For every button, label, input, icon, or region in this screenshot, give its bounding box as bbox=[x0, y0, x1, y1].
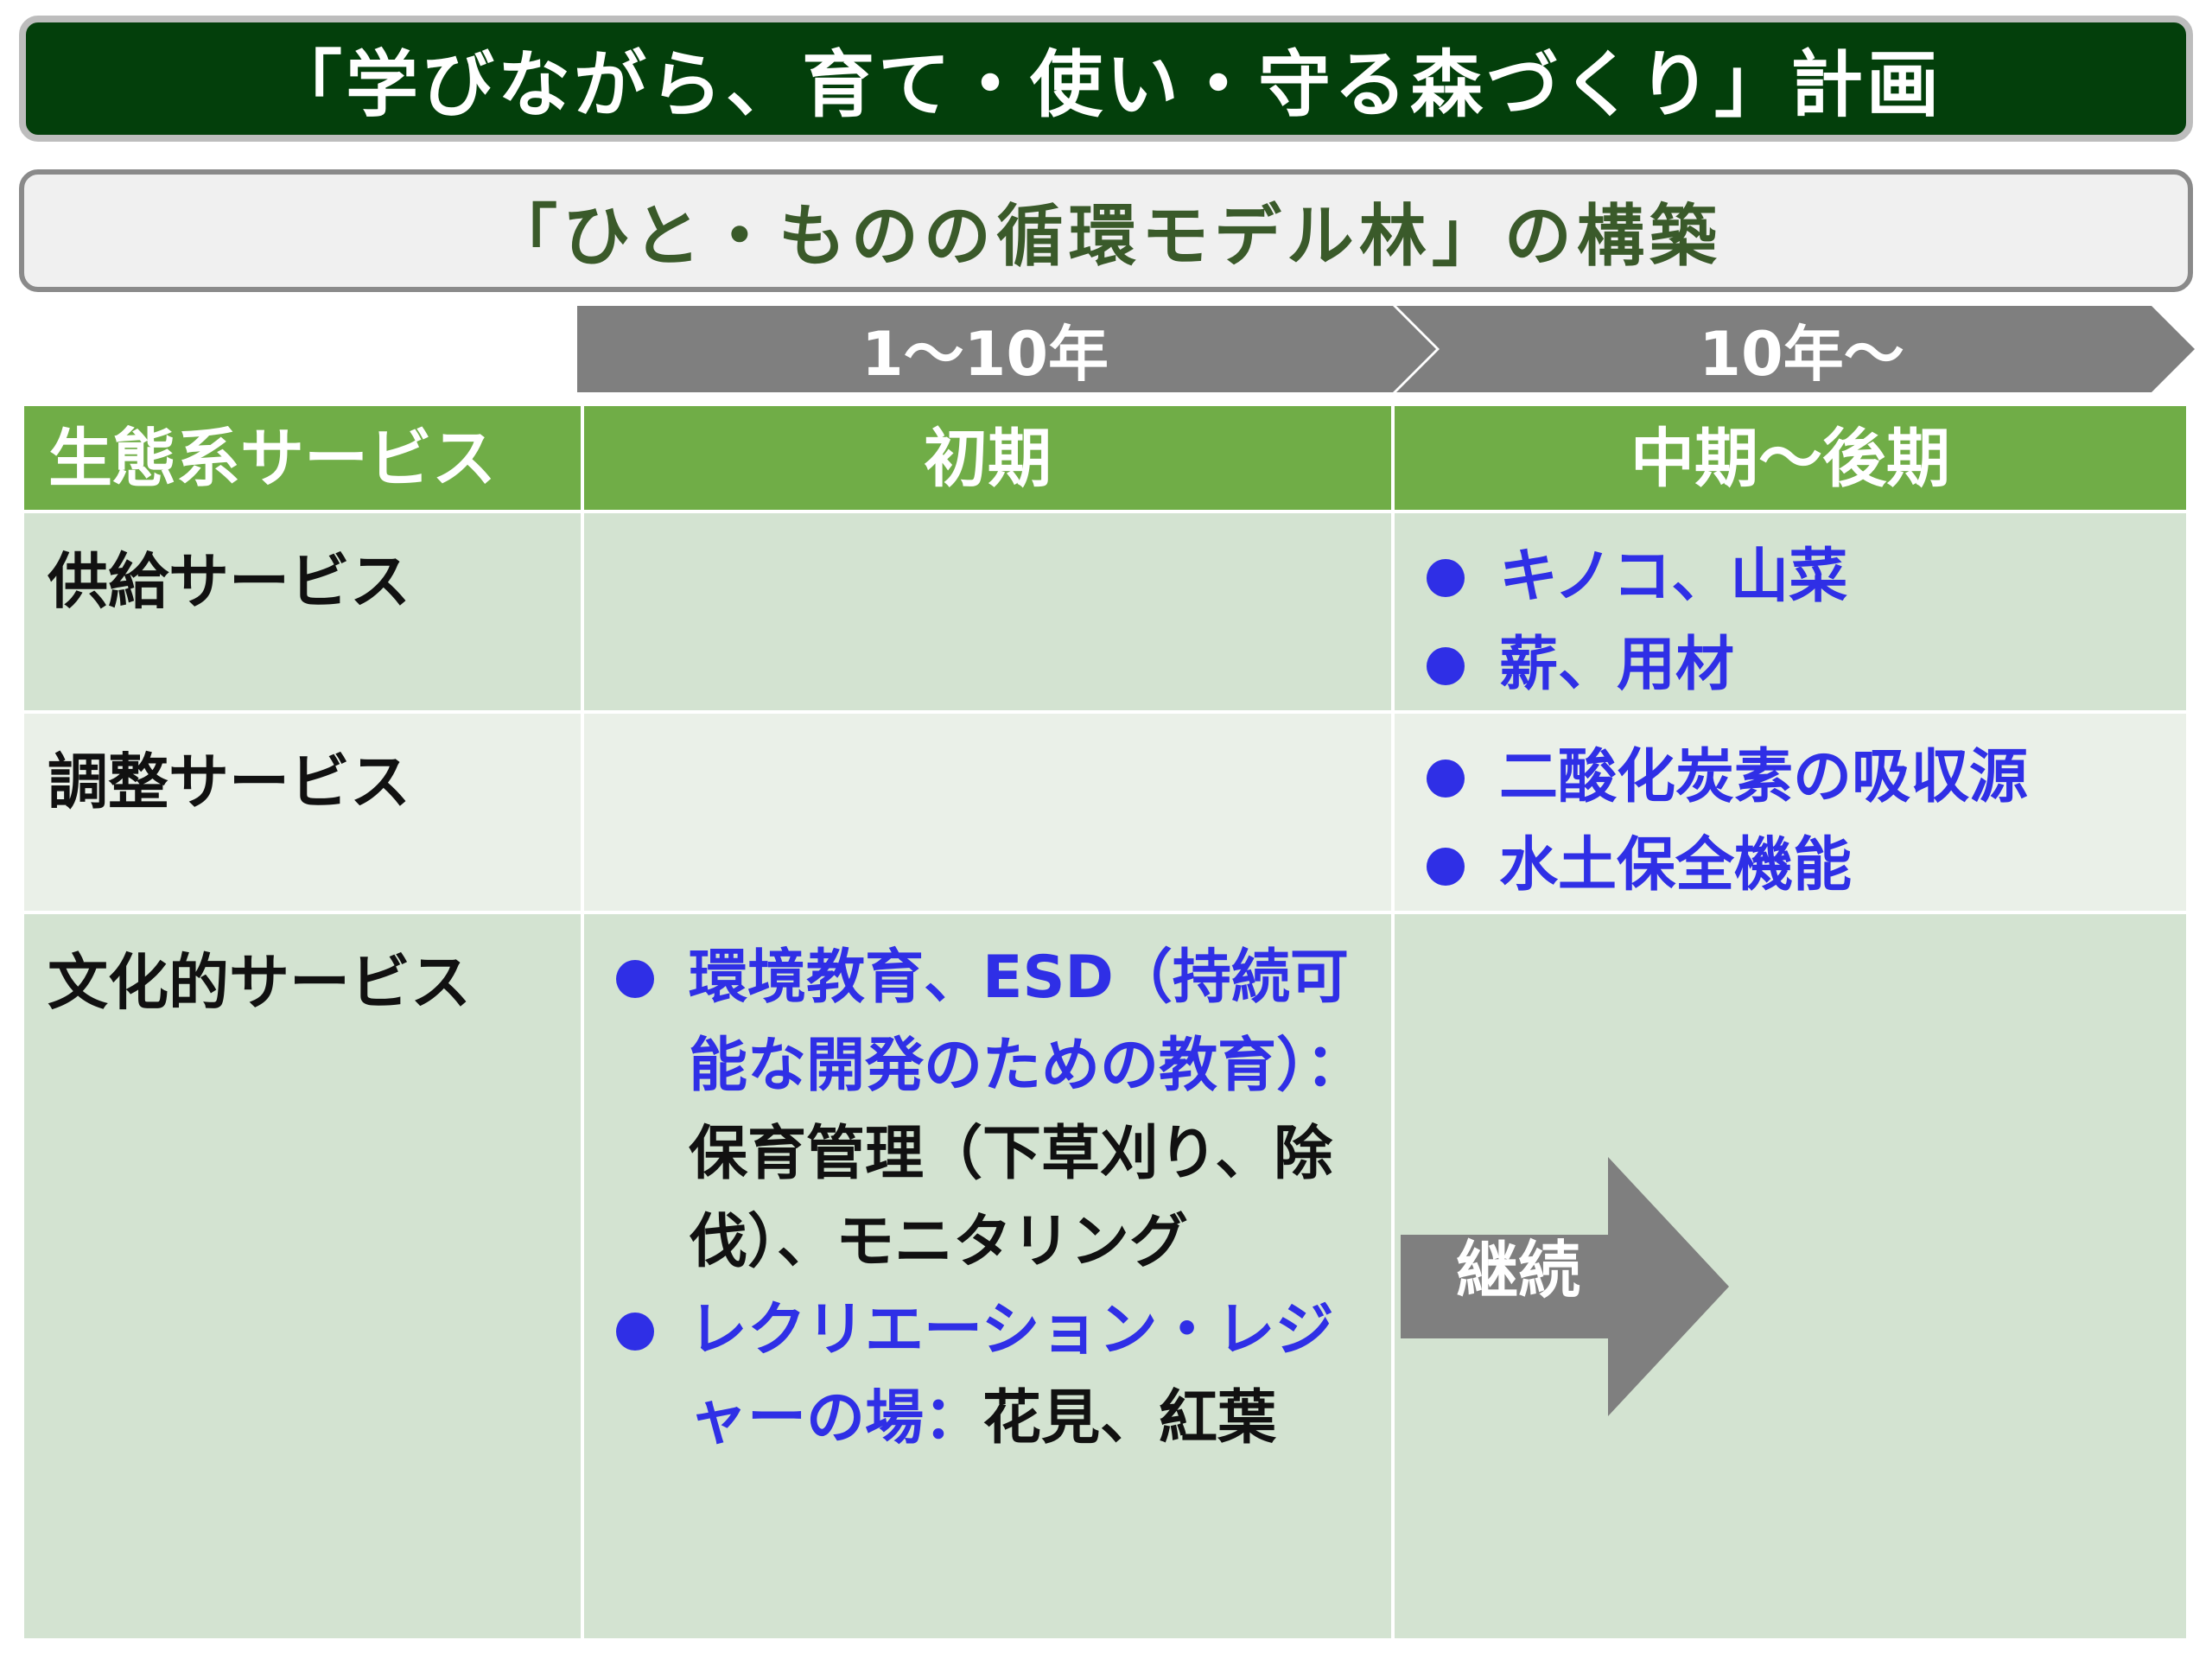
bullet-dot bbox=[1427, 760, 1465, 798]
list-item: 環境教育、ESD（持続可能な開発のための教育）：保育管理（下草刈り、除伐）、モニ… bbox=[609, 934, 1382, 1287]
table-row-cultural: 文化的サービス 環境教育、ESD（持続可能な開発のための教育）：保育管理（下草刈… bbox=[21, 911, 2190, 1642]
header-early: 初期 bbox=[581, 403, 1395, 513]
cell-regulating-late: 二酸化炭素の吸収源 水土保全機能 bbox=[1391, 710, 2190, 914]
timeline-arrows bbox=[577, 306, 2195, 392]
list-item: 水土保全機能 bbox=[1420, 822, 2177, 910]
timeline-label-late: 10年〜 bbox=[1699, 318, 1904, 390]
bullet-dot bbox=[616, 1313, 654, 1351]
list-item: レクリエーション・レジャーの場：花見、紅葉 bbox=[609, 1287, 1382, 1463]
cell-cultural-late: 継続 bbox=[1391, 911, 2190, 1642]
row-label-cultural: 文化的サービス bbox=[21, 911, 584, 1642]
cell-provisioning-early bbox=[581, 510, 1395, 714]
row-label-regulating: 調整サービス bbox=[21, 710, 584, 914]
continue-label: 継続 bbox=[1456, 1234, 1581, 1306]
list-item: キノコ、山菜 bbox=[1420, 533, 2177, 621]
continue-arrow-icon bbox=[1401, 1157, 1729, 1416]
bullet-dot bbox=[616, 960, 654, 998]
timeline-label-early: 1〜10年 bbox=[861, 318, 1109, 390]
plan-subtitle: 「ひと・ものの循環モデル林」の構築 bbox=[19, 169, 2193, 292]
ecosystem-services-table: 生態系サービス 初期 中期〜後期 供給サービス キノコ、山菜 薪、用材 調整サー… bbox=[21, 403, 2190, 1642]
cell-regulating-early bbox=[581, 710, 1395, 914]
timeline-arrow-late bbox=[1396, 306, 2195, 392]
header-ecosystem-services: 生態系サービス bbox=[21, 403, 584, 513]
list-item: 薪、用材 bbox=[1420, 621, 2177, 709]
bullet-dot bbox=[1427, 559, 1465, 597]
table-row-provisioning: 供給サービス キノコ、山菜 薪、用材 bbox=[21, 510, 2190, 714]
bullet-dot bbox=[1427, 848, 1465, 886]
header-mid-late: 中期〜後期 bbox=[1391, 403, 2190, 513]
cell-cultural-early: 環境教育、ESD（持続可能な開発のための教育）：保育管理（下草刈り、除伐）、モニ… bbox=[581, 911, 1395, 1642]
bullet-dot bbox=[1427, 647, 1465, 685]
table-header-row: 生態系サービス 初期 中期〜後期 bbox=[21, 403, 2190, 513]
row-label-provisioning: 供給サービス bbox=[21, 510, 584, 714]
plan-title: 「学びながら、育て・使い・守る森づくり」計画 bbox=[19, 16, 2193, 142]
list-item: 二酸化炭素の吸収源 bbox=[1420, 734, 2177, 822]
timeline-arrow-early bbox=[577, 306, 1436, 392]
cell-provisioning-late: キノコ、山菜 薪、用材 bbox=[1391, 510, 2190, 714]
table-row-regulating: 調整サービス 二酸化炭素の吸収源 水土保全機能 bbox=[21, 710, 2190, 914]
